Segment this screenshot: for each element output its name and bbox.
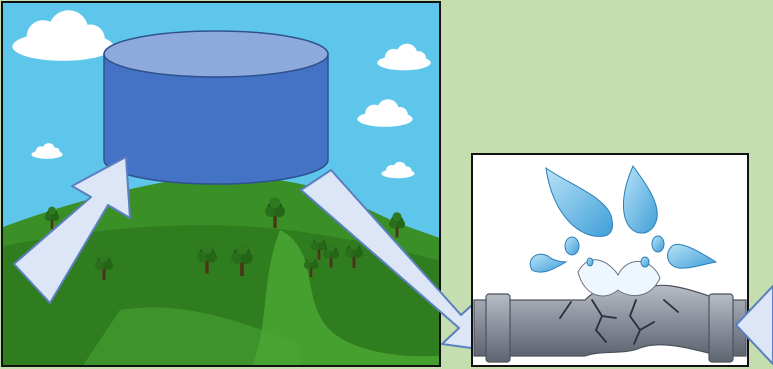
water-tank-icon <box>104 31 328 184</box>
burst-pipe-panel <box>472 154 748 366</box>
